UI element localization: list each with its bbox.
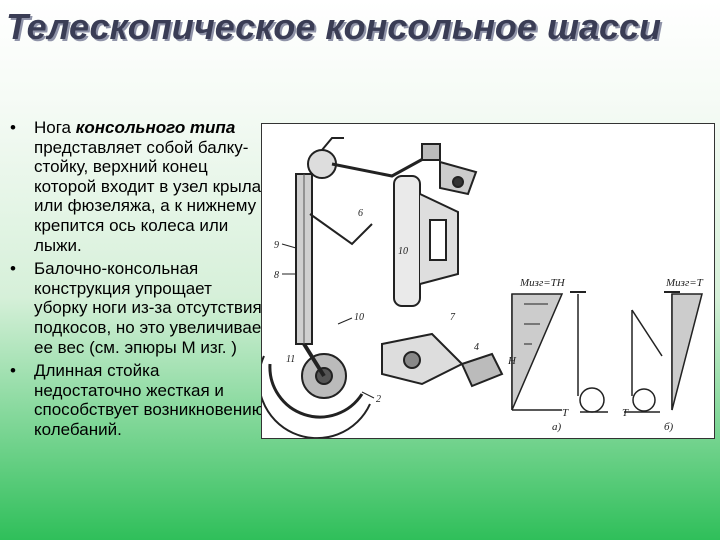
moment-diagram-a [511, 291, 608, 413]
bullet-text: Длинная стойка недостаточно жесткая и сп… [34, 361, 265, 439]
svg-text:7: 7 [450, 312, 456, 323]
moment-label-b: Mизг=T [665, 277, 704, 289]
bullet-text: Балочно-консольная конструкция упрощает … [34, 259, 269, 357]
bullet-icon: • [10, 259, 16, 279]
panel-label-a: a) [552, 421, 562, 433]
bullet-icon: • [10, 361, 16, 381]
bullet-icon: • [10, 118, 16, 137]
svg-text:9: 9 [274, 240, 279, 251]
landing-gear-drawing: 9 8 10 2 11 6 10 4 7 Mизг=TH a) H [262, 137, 704, 438]
panel-label-b: б) [664, 421, 674, 433]
svg-text:10: 10 [398, 246, 408, 257]
bullet-item: • Длинная стойка недостаточно жесткая и … [10, 361, 270, 439]
landing-gear-figure: 9 8 10 2 11 6 10 4 7 Mизг=TH a) H [261, 123, 715, 439]
bullet-list: • Нога консольного типа представляет соб… [10, 118, 270, 444]
svg-text:10: 10 [354, 312, 364, 323]
force-label-a: T [562, 407, 569, 419]
svg-text:6: 6 [358, 208, 363, 219]
svg-text:4: 4 [474, 342, 479, 353]
bullet-item: • Нога консольного типа представляет соб… [10, 118, 270, 255]
svg-text:8: 8 [274, 270, 279, 281]
gear-assembly-illustration [262, 137, 504, 438]
svg-text:11: 11 [286, 354, 295, 365]
bullet-text: Нога консольного типа представляет собой… [34, 118, 262, 255]
moment-label-a: Mизг=TH [519, 277, 566, 289]
slide-title: Телескопическое консольное шасси [6, 6, 662, 47]
bullet-item: • Балочно-консольная конструкция упрощае… [10, 259, 270, 357]
svg-text:2: 2 [376, 394, 381, 405]
part-numbers: 9 8 10 2 11 6 10 4 7 [274, 208, 479, 405]
force-label-b: T [622, 407, 629, 419]
height-label-a: H [507, 355, 517, 367]
moment-diagram-b [624, 291, 703, 413]
